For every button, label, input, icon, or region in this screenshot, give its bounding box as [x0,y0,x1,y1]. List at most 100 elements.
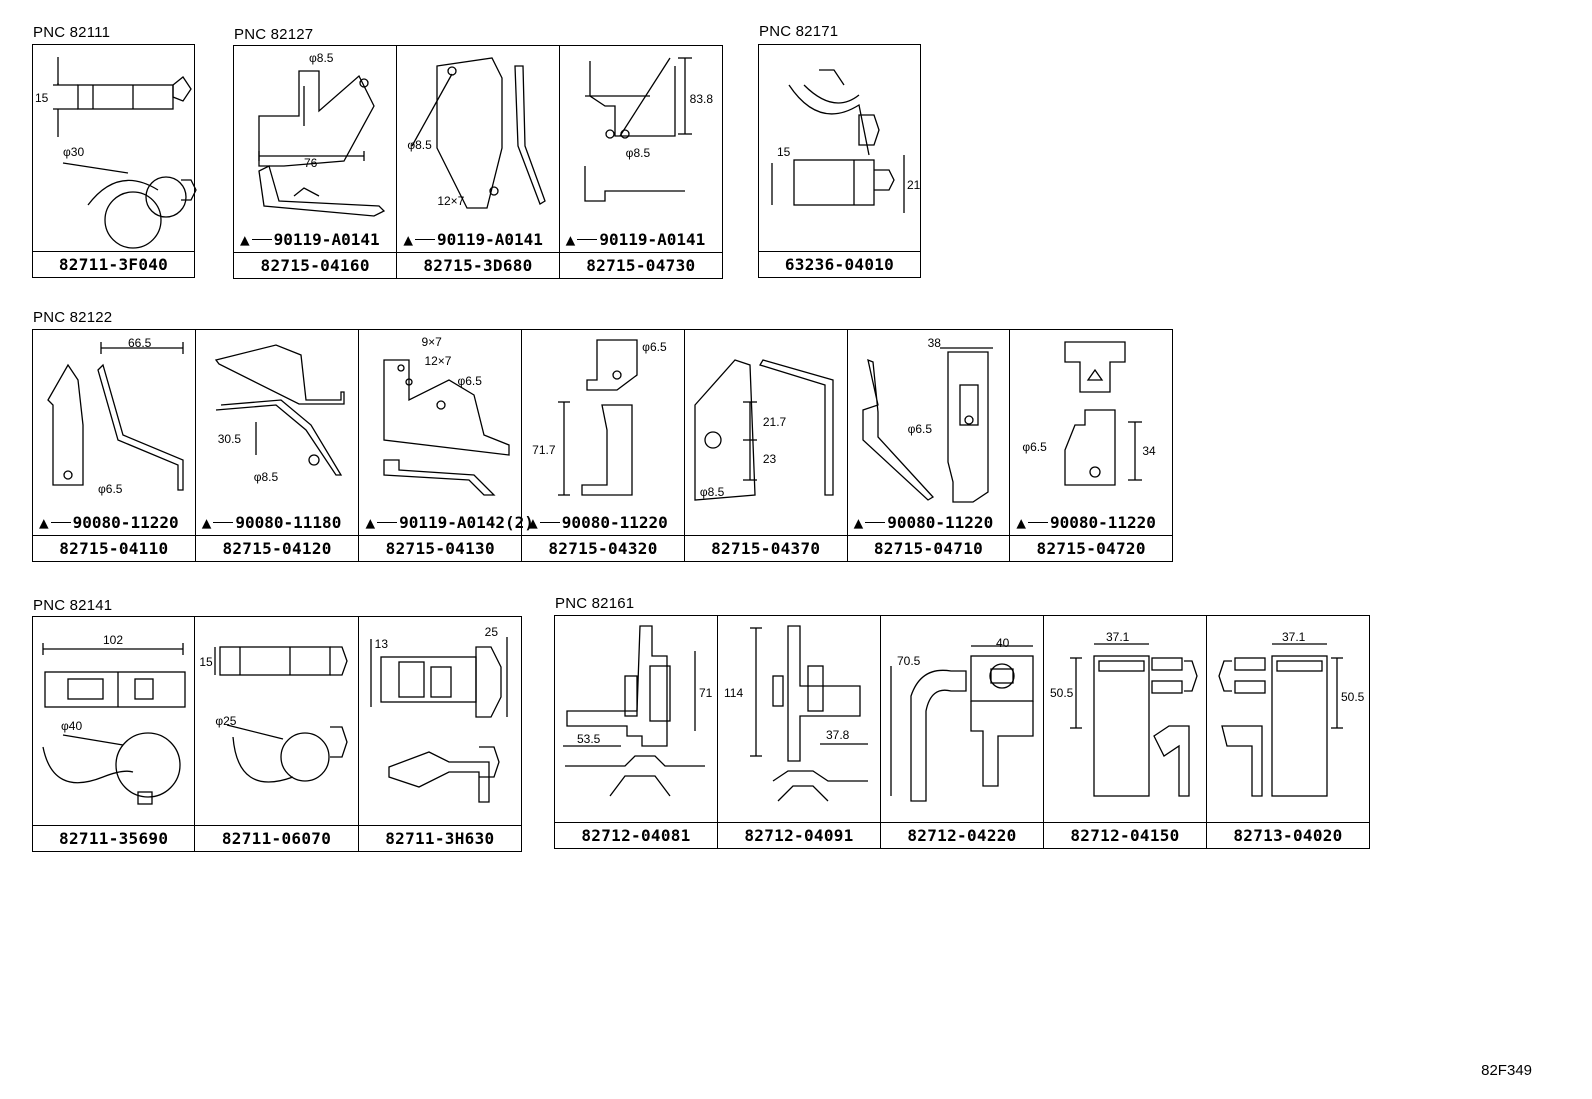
clamp-drawing [214,646,349,783]
part-cell[interactable]: 70.5 40 82712-04220 [881,616,1044,848]
bolt-part-number[interactable]: 90080-11220 [561,513,668,532]
part-cell[interactable]: 30.5 φ8.5 ▲ 90080-11180 82715-04120 [195,330,360,561]
part-number[interactable]: 82712-04081 [555,822,717,848]
dimension-label: φ30 [63,145,85,159]
part-cell[interactable]: 13 25 82711-3H630 [358,617,521,851]
part-cell[interactable]: 9×7 12×7 φ6.5 ▲90119-A0142(2) 82715-0413… [359,330,534,561]
bracket-drawing [411,57,547,209]
bolt-callout: ▲ 90119-A0141 [566,230,706,249]
clip-drawing [370,637,508,803]
part-cell[interactable]: 83.8 φ8.5 ▲90119-A0141 82715-04730 [559,46,722,278]
part-number[interactable]: 82715-04160 [234,252,397,278]
dimension-label: 12×7 [437,194,465,208]
dimension-label: 23 [762,452,777,466]
part-number[interactable]: 82711-06070 [195,825,358,851]
bolt-icon: ▲ [201,513,212,532]
part-cell[interactable]: 71 53.5 82712-04081 [555,616,718,848]
part-cell[interactable]: φ6.5 34 ▲90080-11220 82715-04720 [1010,330,1173,561]
part-number[interactable]: 82715-04730 [559,252,722,278]
dimension-label: φ8.5 [699,485,725,499]
part-number[interactable]: 82715-04130 [359,535,522,561]
pnc-label: PNC 82171 [759,23,839,40]
part-cell[interactable]: 66.5 φ6.5 ▲90080-11220 82715-04110 [33,330,196,561]
part-cell[interactable]: 37.1 50.5 82712-04150 [1044,616,1207,848]
bolt-icon: ▲ [403,230,413,249]
part-number[interactable]: 82715-04320 [522,535,684,561]
bolt-part-number[interactable]: 90119-A0141 [273,230,380,249]
dimension-label: 15 [35,91,49,105]
part-cell[interactable]: φ6.5 71.7 ▲90080-11220 82715-04320 [522,330,685,561]
part-number[interactable]: 82712-04150 [1044,822,1206,848]
part-cell[interactable]: 102 φ40 82711-35690 [33,617,196,851]
dimension-label: 37.8 [826,728,850,742]
part-number[interactable]: 63236-04010 [759,251,920,277]
dimension-label: 102 [103,633,124,647]
part-number[interactable]: 82715-04370 [684,535,847,561]
clamp-drawing [42,643,186,805]
dimension-label: 9×7 [421,335,442,349]
part-number[interactable]: 82712-04220 [881,822,1043,848]
dimension-label: 50.5 [1050,686,1074,700]
dimension-label: 30.5 [217,432,242,446]
bolt-callout: ▲ 90080-11180 [202,513,342,532]
dimension-label: φ6.5 [1022,440,1047,454]
part-number[interactable]: 82711-3H630 [358,825,521,851]
part-number[interactable]: 82715-04120 [195,535,359,561]
part-cell[interactable]: 114 37.8 82712-04091 [718,616,881,848]
bolt-part-number[interactable]: 90080-11220 [72,513,179,532]
bolt-part-number[interactable]: 90119-A0142(2) [399,513,534,532]
part-group-82161: 71 53.5 82712-04081 114 37.8 82712-04091 [554,615,1370,849]
dimension-label: 15 [199,655,213,669]
part-group-82171: 15 21 63236-04010 [758,44,921,278]
bolt-icon: ▲ [365,513,376,532]
part-number[interactable]: 82715-04110 [33,535,195,561]
part-cell[interactable]: φ8.5 12×7 ▲ 90119-A0141 82715-3D680 [397,46,560,278]
bolt-icon: ▲ [1016,513,1026,532]
part-cell[interactable]: 38 φ6.5 ▲90080-11220 82715-04710 [847,330,1011,561]
bracket-drawing [1064,341,1143,486]
dimension-label: φ8.5 [253,470,279,484]
part-number[interactable]: 82715-04710 [847,535,1010,561]
clamp-drawing [563,625,705,797]
dimension-label: 83.8 [689,92,714,106]
part-number[interactable]: 82711-35690 [33,825,195,851]
bolt-part-number[interactable]: 90119-A0141 [436,230,543,249]
bolt-part-number[interactable]: 90119-A0141 [599,230,706,249]
dimension-label: 13 [374,637,389,651]
dimension-label: φ8.5 [407,138,432,152]
bolt-part-number[interactable]: 90080-11220 [1049,513,1156,532]
part-cell[interactable]: 15 21 63236-04010 [759,45,920,277]
part-number[interactable]: 82711-3F040 [33,251,194,277]
part-group-82122: 66.5 φ6.5 ▲90080-11220 82715-04110 30.5 … [32,329,1173,562]
bolt-part-number[interactable]: 90080-11220 [887,513,994,532]
dimension-label: 21 [907,178,921,192]
dimension-label: φ25 [215,714,237,728]
part-cell[interactable]: φ8.5 76 ▲90119-A0141 82715-04160 [234,46,398,278]
bracket-drawing [47,342,184,491]
part-cell[interactable]: 15 φ25 82711-06070 [195,617,359,851]
dimension-label: φ40 [61,719,83,733]
bolt-icon: ▲ [853,513,864,532]
part-group-82141: 102 φ40 82711-35690 15 φ25 82711-06070 [32,616,522,852]
part-number[interactable]: 82715-3D680 [397,252,559,278]
clamp-drawing [890,645,1034,802]
bolt-icon: ▲ [565,230,576,249]
part-number[interactable]: 82715-04720 [1010,535,1173,561]
part-cell[interactable]: 15 φ30 82711-3F040 [33,45,197,277]
dimension-label: 15 [777,145,791,159]
pnc-label: PNC 82141 [33,597,113,614]
bolt-part-number[interactable]: 90080-11180 [235,513,342,532]
clamp-drawing [53,57,197,249]
part-number[interactable]: 82713-04020 [1207,822,1369,848]
dimension-label: 25 [484,625,499,639]
bracket-drawing [694,359,834,501]
part-cell[interactable]: 37.1 50.5 82713-04020 [1207,616,1369,848]
clamp-drawing [1070,643,1198,797]
bolt-callout: ▲90080-11220 [39,513,179,532]
clamp-drawing [750,625,868,802]
bracket-drawing [214,344,345,476]
part-number[interactable]: 82712-04091 [718,822,880,848]
part-cell[interactable]: 21.7 23 φ8.5 82715-04370 [684,330,848,561]
dimension-label: 71.7 [532,443,556,457]
